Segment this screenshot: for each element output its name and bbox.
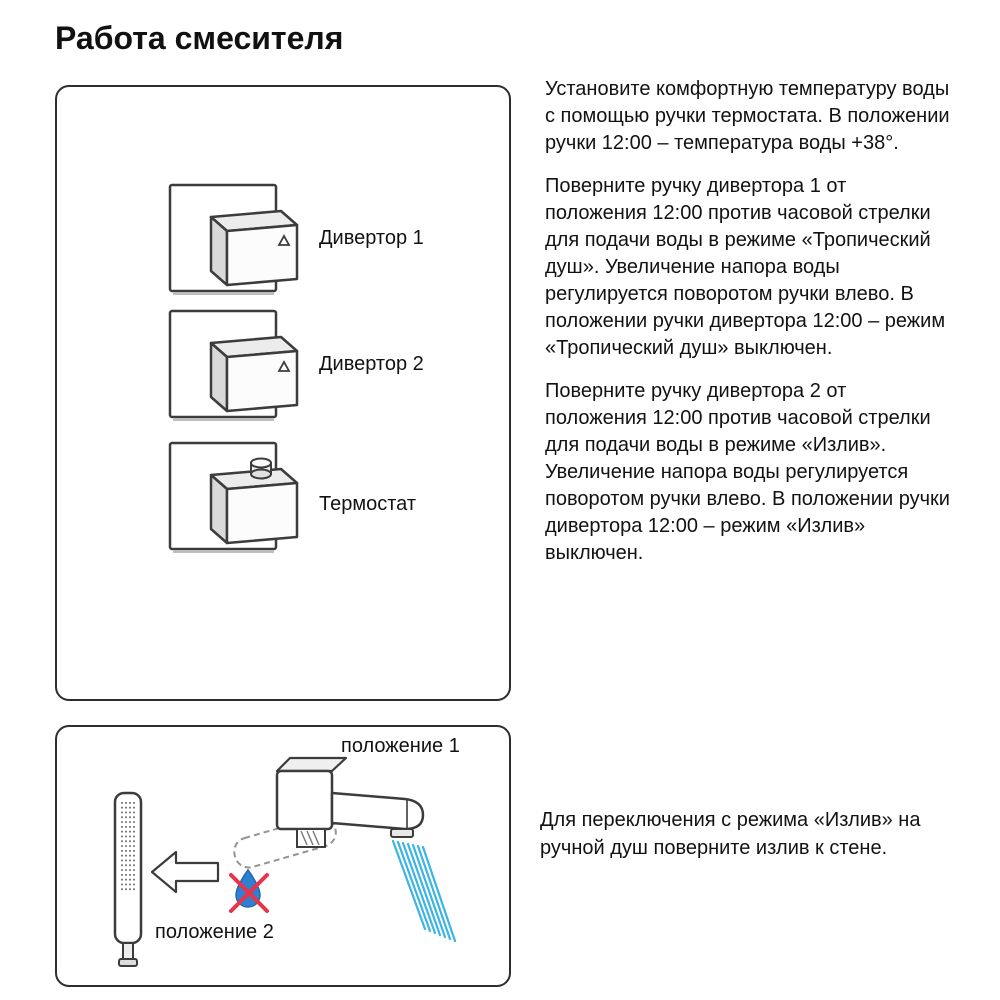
shower-stem [122, 942, 134, 960]
spout-figure [227, 743, 477, 961]
divertor-2-label: Дивертор 2 [319, 353, 424, 375]
turn-direction-figure [149, 849, 221, 895]
shower-base [118, 958, 138, 967]
handle-cube-icon [209, 209, 299, 287]
divertor-1-figure [165, 175, 305, 307]
divertor-handle-icon [168, 309, 299, 421]
instructions-column: Установите комфортную температуру воды с… [545, 76, 950, 583]
handle-cube-icon [209, 467, 299, 545]
instruction-paragraph-thermostat: Установите комфортную температуру воды с… [545, 78, 950, 154]
instruction-paragraph-divertor1: Поверните ручку дивертора 1 от положения… [545, 175, 946, 359]
hand-shower-icon [113, 791, 143, 967]
valve-diagram-panel: Дивертор 1 Дивертор 2 [55, 85, 511, 701]
no-flow-figure [227, 863, 273, 917]
faucet-body [275, 756, 348, 831]
spout-arm [330, 791, 425, 838]
position-2-label: положение 2 [155, 921, 274, 943]
handle-cube-icon [209, 335, 299, 413]
spout-diagram-panel: положение 1 [55, 725, 511, 987]
threaded-adapter [296, 828, 326, 848]
bottom-note: Для переключения с режима «Излив» на руч… [540, 806, 950, 862]
position-1-label: положение 1 [341, 735, 460, 757]
indicator-arrow-icon [277, 360, 291, 372]
indicator-arrow-icon [277, 234, 291, 246]
hand-shower-figure [95, 789, 165, 975]
spout-icon [233, 756, 457, 943]
page-title: Работа смесителя [55, 20, 344, 56]
divertor-handle-icon [168, 183, 299, 295]
thermostat-handle-icon [168, 441, 299, 553]
no-drip-icon [229, 868, 269, 913]
cross-icon [229, 873, 269, 913]
water-spray-icon [391, 839, 457, 943]
thermostat-figure [165, 433, 305, 565]
thermostat-knob-icon [250, 457, 272, 480]
thermostat-label: Термостат [319, 493, 416, 515]
instruction-paragraph-divertor2: Поверните ручку дивертора 2 от положения… [545, 380, 950, 564]
spray-face-dots [121, 802, 135, 893]
left-arrow-icon [150, 850, 220, 894]
divertor-2-figure [165, 301, 305, 433]
aerator [390, 828, 414, 838]
bottom-note-text: Для переключения с режима «Излив» на руч… [540, 809, 921, 859]
divertor-1-label: Дивертор 1 [319, 227, 424, 249]
